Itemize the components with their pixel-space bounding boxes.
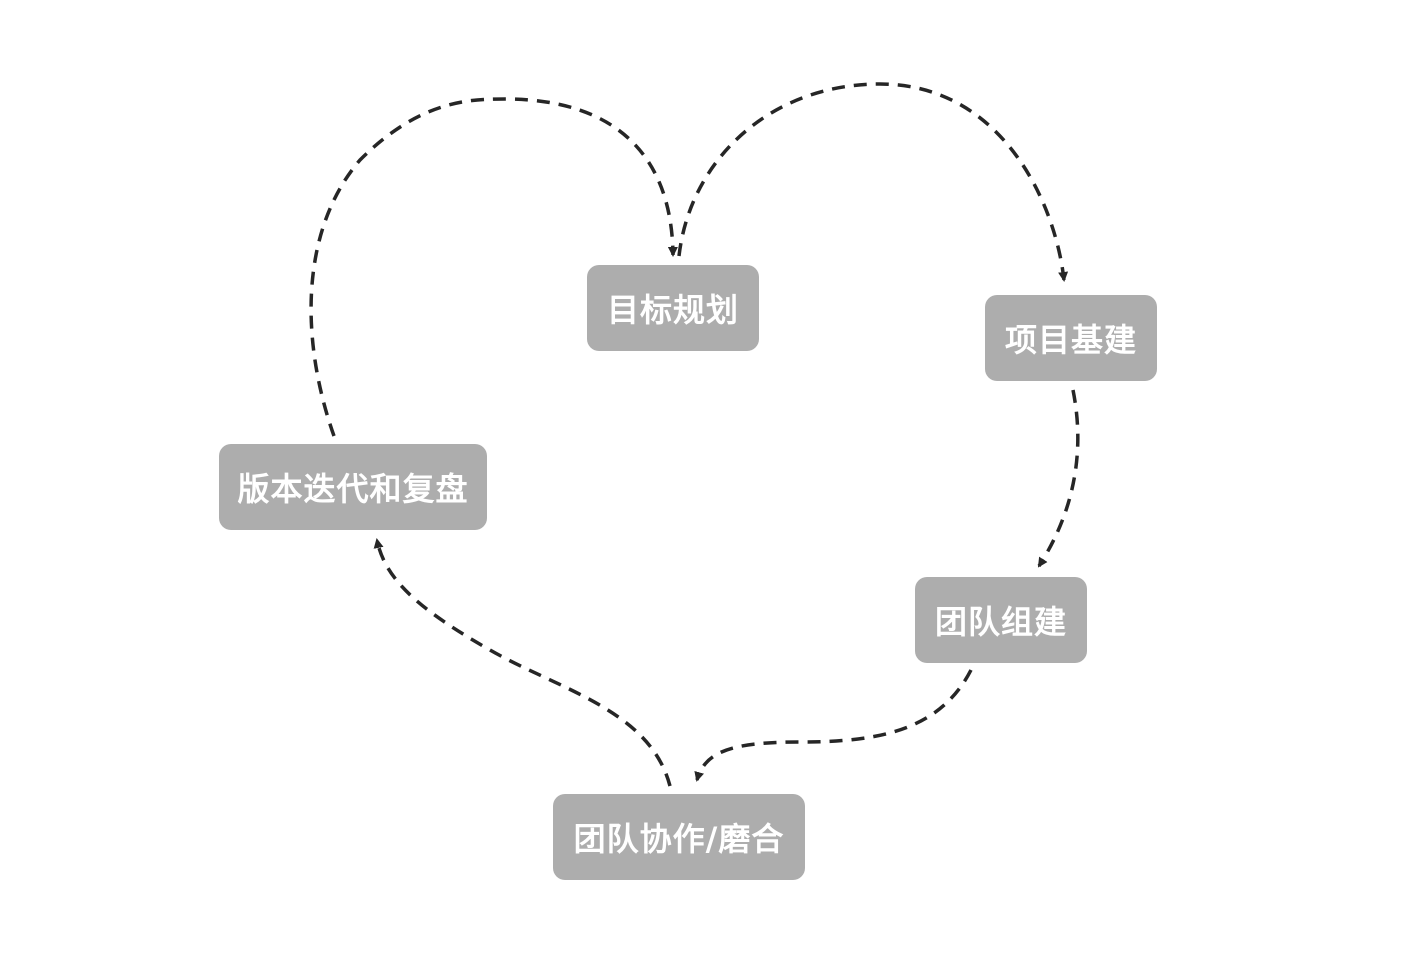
node-goal-planning: 目标规划 [587,265,759,351]
node-iteration-review: 版本迭代和复盘 [219,444,487,530]
node-project-infrastructure: 项目基建 [985,295,1157,381]
edge-infra-to-team [1037,389,1080,568]
edge-collab-to-iter [373,538,672,787]
node-team-building: 团队组建 [915,577,1087,663]
edge-goal-to-infra [677,82,1069,282]
node-team-collaboration-label: 团队协作/磨合 [573,820,785,858]
node-goal-planning-label: 目标规划 [606,291,739,329]
edge-iter-to-goal [309,97,678,437]
node-project-infrastructure-label: 项目基建 [1004,321,1137,359]
node-iteration-review-label: 版本迭代和复盘 [237,470,469,508]
edge-team-to-collab [694,669,973,782]
node-team-collaboration: 团队协作/磨合 [553,794,805,880]
node-team-building-label: 团队组建 [934,603,1067,641]
